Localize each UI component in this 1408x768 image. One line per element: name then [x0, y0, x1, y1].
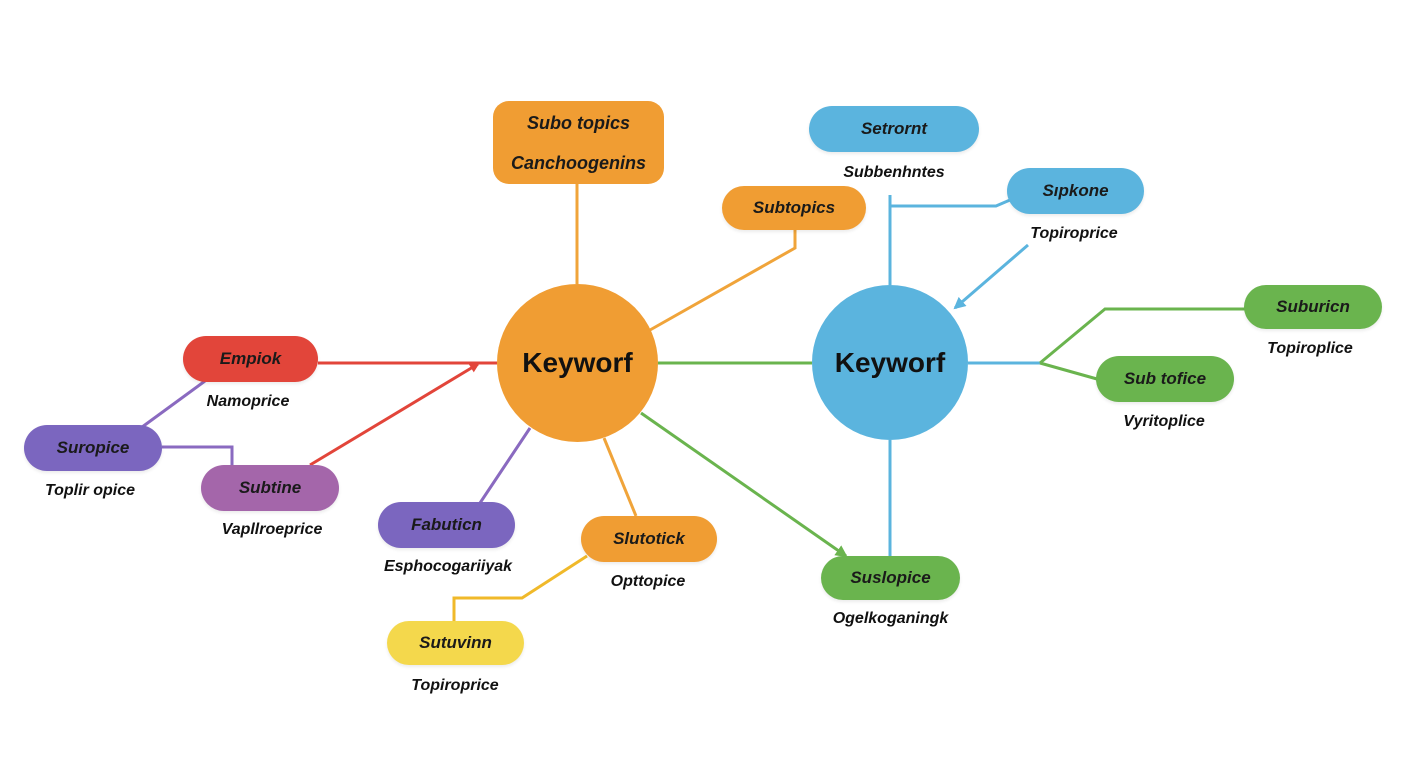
central-keyword-blue[interactable]: Keyworf [812, 285, 968, 440]
caption-sutuvinn: Topiroprice [411, 677, 499, 694]
link-hub-subtopics [649, 230, 797, 332]
node-slutotick[interactable]: Slutotick [581, 516, 717, 562]
node-setrornt[interactable]: Setrornt [809, 106, 979, 152]
caption-emplok: Namoprice [206, 393, 290, 410]
caption-suslopice: Ogelkoganingk [832, 610, 949, 627]
caption-fabutich: Esphocogariiyak [383, 558, 513, 575]
node-subtofice[interactable]: Sub tofice [1096, 356, 1234, 402]
caption-setrornt: Subbenhntes [843, 164, 945, 181]
caption-sipkone: Topiroprice [1030, 225, 1118, 242]
link-hub-suslopice [640, 411, 848, 558]
subtopic-box-top[interactable]: Subo topics Canchoogenins [493, 101, 664, 184]
caption-subtofice: Vyritoplice [1123, 413, 1205, 430]
node-sipkone[interactable]: Sıpkone [1007, 168, 1144, 214]
link-subtine-hub [309, 362, 480, 467]
link-emplok-suropice [137, 379, 206, 432]
node-suslopice[interactable]: Suslopice [821, 556, 960, 600]
subtopic-box-line1: Subo topics [527, 112, 630, 133]
link-hub-slutotick [602, 437, 638, 517]
caption-slutotick: Opttopice [610, 573, 686, 590]
subtopic-box-line2: Canchoogenins [510, 152, 646, 173]
link-branch-suburicn [1039, 307, 1245, 365]
link-slutotick-sutuvinn [452, 554, 588, 622]
central-keyword-orange[interactable]: Keyworf [497, 284, 658, 442]
caption-subtine: Vapllroeprice [221, 521, 323, 538]
link-branch-subtofice [1039, 361, 1098, 381]
link-suropice-subtine [162, 445, 234, 465]
node-subtopics[interactable]: Subtopics [722, 186, 866, 230]
link-setrornt-sipkone [890, 198, 1011, 208]
node-suburicn[interactable]: Suburicn [1244, 285, 1382, 329]
node-fabutich[interactable]: Fabuticn [378, 502, 515, 548]
caption-suropice: Toplir opice [44, 482, 136, 499]
link-sipkone-hub2 [953, 243, 1029, 310]
node-sutuvinn[interactable]: Sutuvinn [387, 621, 524, 665]
node-suropice[interactable]: Suropice [24, 425, 162, 471]
node-emplok[interactable]: Empiok [183, 336, 318, 382]
caption-suburicn: Topiroplice [1267, 340, 1353, 357]
link-hub-fabutich [478, 427, 532, 504]
node-subtine[interactable]: Subtine [201, 465, 339, 511]
